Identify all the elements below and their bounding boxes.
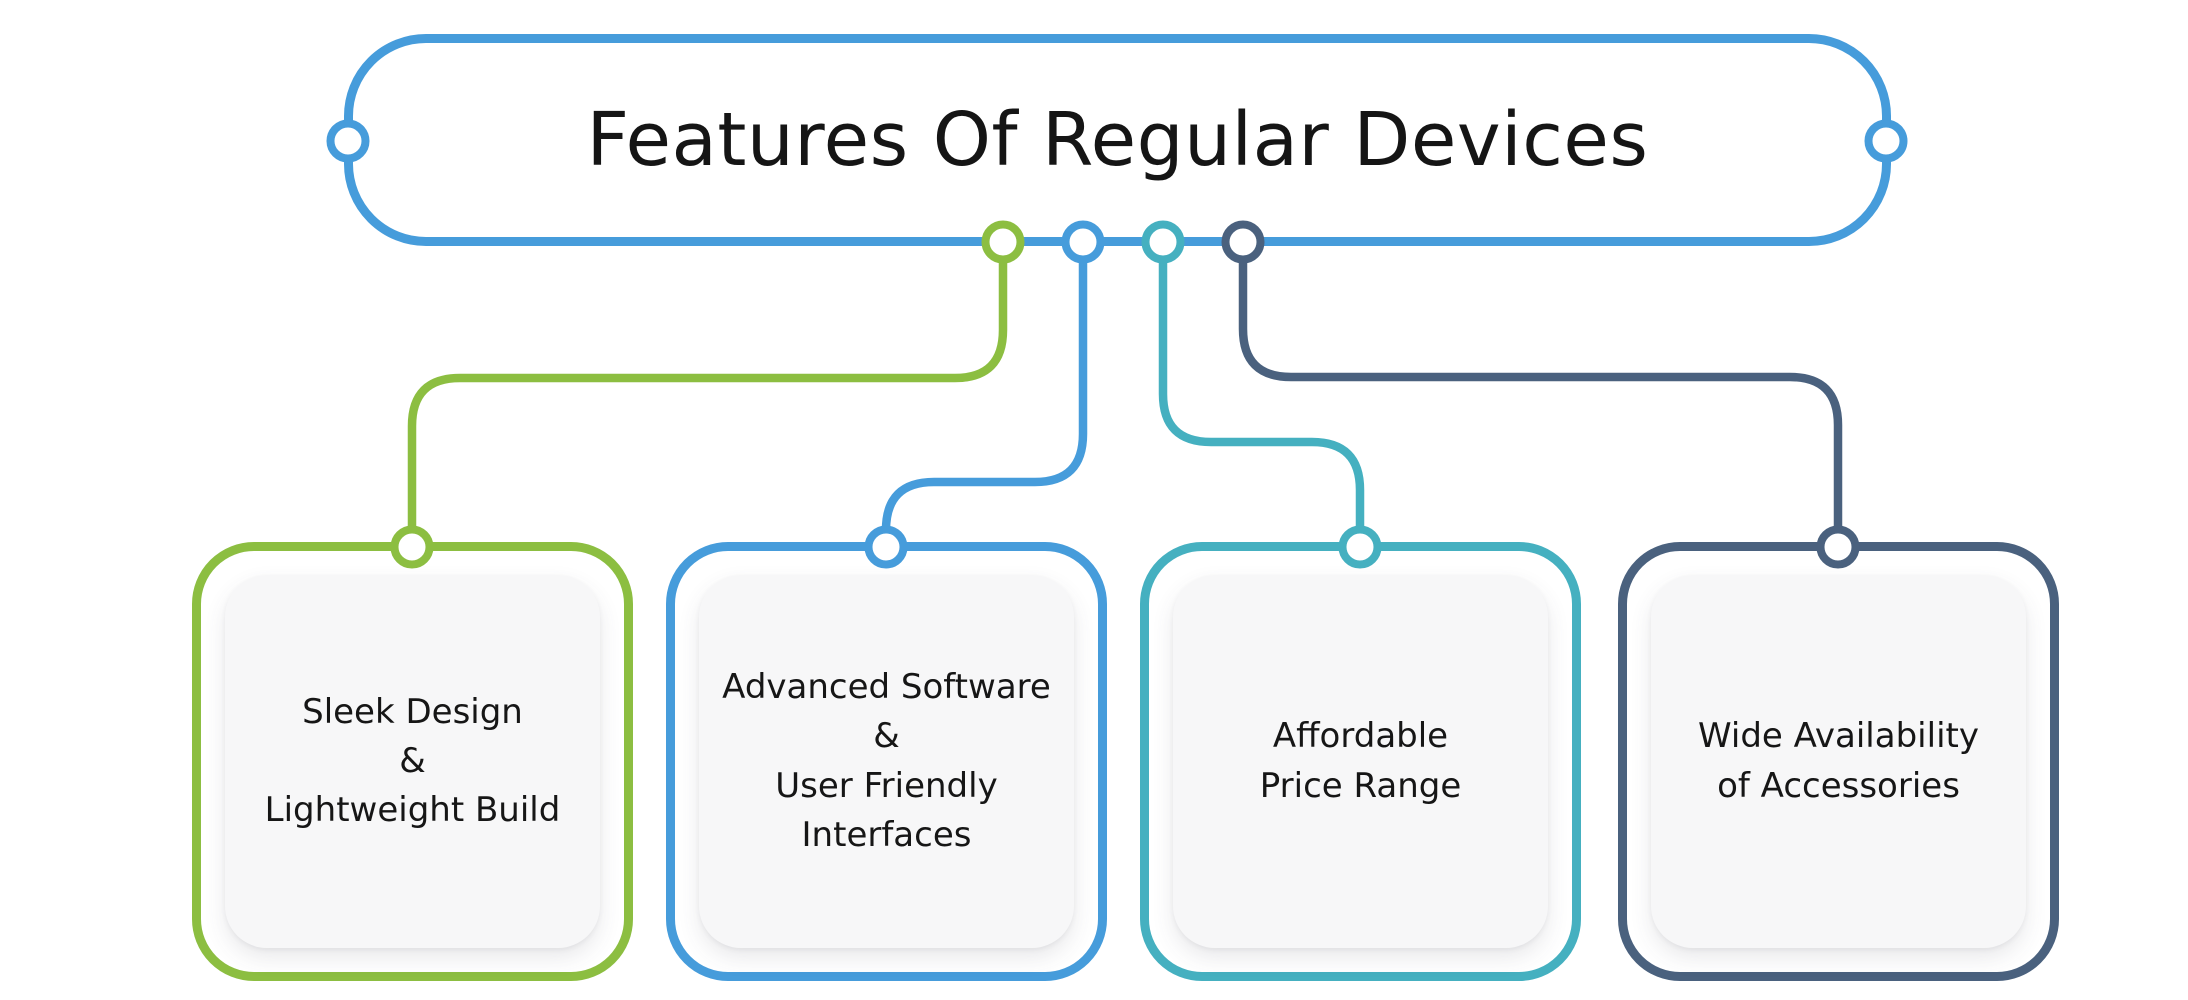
feature-text-line: Sleek Design [302,691,523,732]
feature-panel: Sleek Design & Lightweight Build [225,575,600,948]
feature-panel: Affordable Price Range [1173,575,1548,948]
title-node: Features Of Regular Devices [344,34,1891,246]
feature-panel: Advanced Software & User Friendly Interf… [699,575,1074,948]
feature-text-line: User Friendly [775,765,998,806]
feature-text-line: Wide Availability [1698,716,1979,757]
connector-line-advanced-software [881,242,1088,547]
feature-text-line: Affordable [1272,716,1449,757]
feature-panel: Wide Availability of Accessories [1651,575,2026,948]
feature-text-line: & [873,716,900,757]
page-title: Features Of Regular Devices [586,97,1649,183]
connector-line-sleek-design [407,242,1008,547]
feature-node-sleek-design: Sleek Design & Lightweight Build [192,542,633,981]
feature-text-line: Advanced Software [722,666,1051,707]
feature-node-affordable-price: Affordable Price Range [1140,542,1581,981]
connector-line-wide-availability [1238,242,1843,547]
feature-text-line: of Accessories [1717,765,1960,806]
feature-text-line: & [399,740,426,781]
feature-text-line: Interfaces [801,814,972,855]
feature-text-line: Price Range [1259,765,1462,806]
feature-node-wide-availability: Wide Availability of Accessories [1618,542,2059,981]
connector-line-affordable-price [1158,242,1365,547]
feature-text-line: Lightweight Build [264,790,561,831]
feature-node-advanced-software: Advanced Software & User Friendly Interf… [666,542,1107,981]
